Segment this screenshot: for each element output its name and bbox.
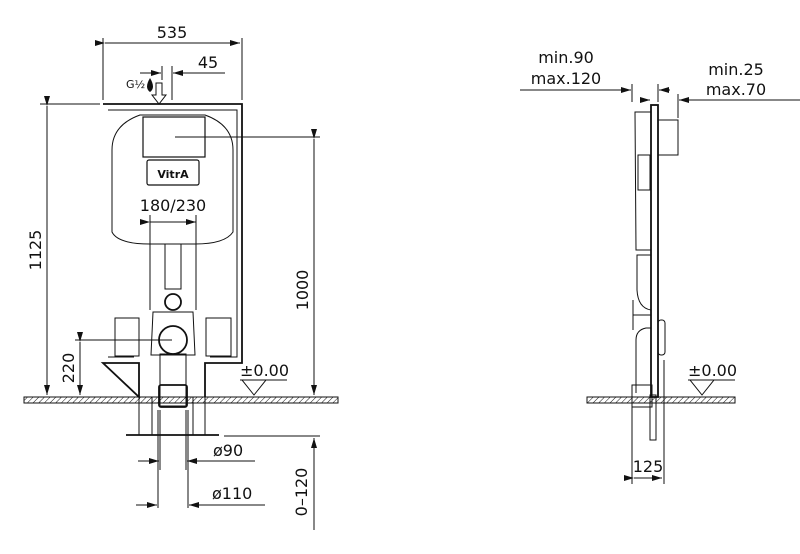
brand-label: VitrA — [157, 168, 189, 181]
frame-side — [650, 104, 659, 398]
pipe-small-label: ø90 — [213, 441, 243, 460]
floor-side — [586, 396, 736, 404]
floor-level-label-front: ±0.00 — [240, 361, 289, 380]
flush-button-side — [657, 119, 679, 156]
depth-min-label: min.90 — [538, 48, 594, 67]
inlet-pipe — [164, 293, 182, 311]
brand-box — [146, 159, 200, 186]
bolt-spacing-label: 180/230 — [140, 196, 206, 215]
side-view: min.90 max.120 min.25 max.70 ±0.00 125 — [520, 48, 800, 484]
frame-outline — [100, 103, 243, 400]
pipe-large-label: ø110 — [212, 484, 252, 503]
floor-level-label-side: ±0.00 — [688, 361, 737, 380]
depth-max-label: max.120 — [531, 69, 601, 88]
inlet-arrow-icon — [150, 82, 168, 105]
total-height-label: 1125 — [26, 230, 45, 271]
button-height-label: 1000 — [293, 270, 312, 311]
cistern-side — [634, 111, 652, 251]
floor-front — [23, 396, 339, 404]
outlet-height-label: 220 — [59, 353, 78, 384]
width-label: 535 — [157, 23, 188, 42]
wall-min-label: min.25 — [708, 60, 764, 79]
inlet-offset-label: 45 — [198, 53, 218, 72]
leg-adjust-label: 0–120 — [292, 468, 311, 517]
cistern — [111, 114, 234, 245]
wall-max-label: max.70 — [706, 80, 766, 99]
front-view: VitrA 180/230 535 45 G½ 1125 220 — [23, 23, 339, 530]
legs — [138, 397, 206, 435]
water-drop-icon — [147, 78, 153, 92]
frame-depth-label: 125 — [633, 457, 664, 476]
inlet-thread-label: G½ — [126, 78, 145, 91]
